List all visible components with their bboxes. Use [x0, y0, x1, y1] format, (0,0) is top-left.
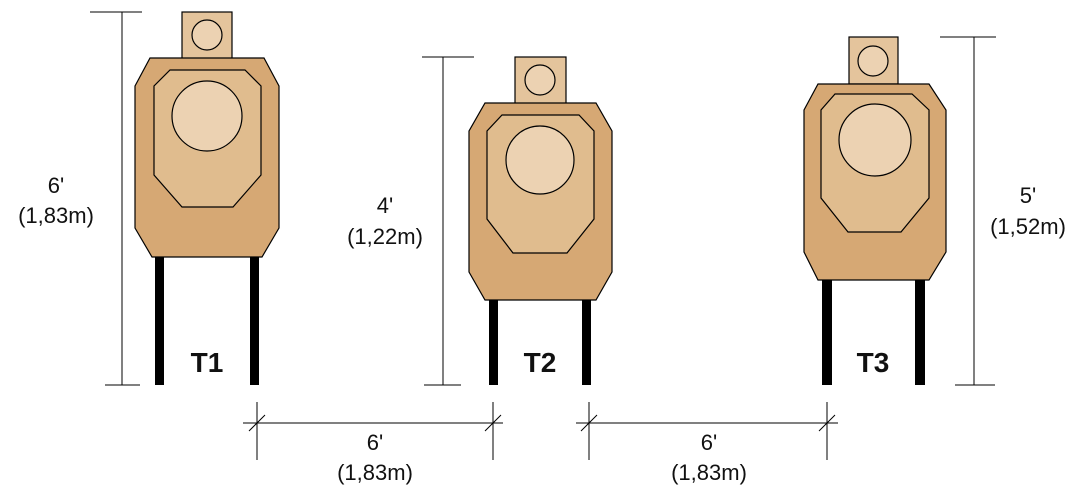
target-t3-height-m: (1,52m) [990, 214, 1066, 239]
spacing-1-slash-left [248, 414, 266, 432]
target-t1-label: T1 [191, 347, 224, 378]
target-t1-head-circle [191, 19, 223, 51]
target-t3-height-dimension: 5' (1,52m) [940, 36, 1080, 386]
spacing-1-m: (1,83m) [337, 460, 413, 485]
target-t1-left-leg [155, 252, 164, 385]
spacing-2-slash-left [580, 414, 598, 432]
target-t1-height-m: (1,83m) [18, 203, 94, 228]
target-t3-center-circle [838, 103, 912, 177]
target-t2-height-m: (1,22m) [347, 224, 423, 249]
target-t3: T3 [803, 36, 947, 385]
target-t3-left-leg [822, 278, 832, 385]
target-t3-head-circle [857, 45, 889, 77]
target-t1-height-dimension: 6' (1,83m) [6, 11, 142, 386]
target-t2-head-circle [524, 64, 556, 96]
spacing-2-ft: 6' [701, 430, 717, 455]
target-t1: T1 [134, 11, 280, 385]
target-t2: T2 [468, 56, 613, 385]
target-t1-center-circle [171, 80, 243, 152]
target-t3-height-text-bg [976, 178, 1080, 242]
spacing-dimension-t2-t3: 6' (1,83m) [576, 402, 838, 485]
target-t2-height-ft: 4' [377, 193, 393, 218]
spacing-2-slash-right [818, 414, 836, 432]
target-t2-right-leg [582, 296, 591, 385]
target-t3-label: T3 [857, 347, 890, 378]
spacing-1-slash-right [484, 414, 502, 432]
target-t3-right-leg [915, 278, 925, 385]
spacing-2-m: (1,83m) [671, 460, 747, 485]
target-t1-right-leg [250, 252, 259, 385]
target-t1-height-text-bg [6, 168, 120, 230]
target-t2-label: T2 [524, 347, 557, 378]
target-t1-height-ft: 6' [48, 173, 64, 198]
target-t2-height-dimension: 4' (1,22m) [333, 56, 474, 386]
target-t2-center-circle [505, 125, 575, 195]
target-t2-left-leg [489, 296, 498, 385]
target-t3-height-ft: 5' [1020, 183, 1036, 208]
spacing-1-ft: 6' [367, 430, 383, 455]
spacing-dimension-t1-t2: 6' (1,83m) [243, 402, 503, 485]
target-t2-height-text-bg [333, 188, 441, 252]
